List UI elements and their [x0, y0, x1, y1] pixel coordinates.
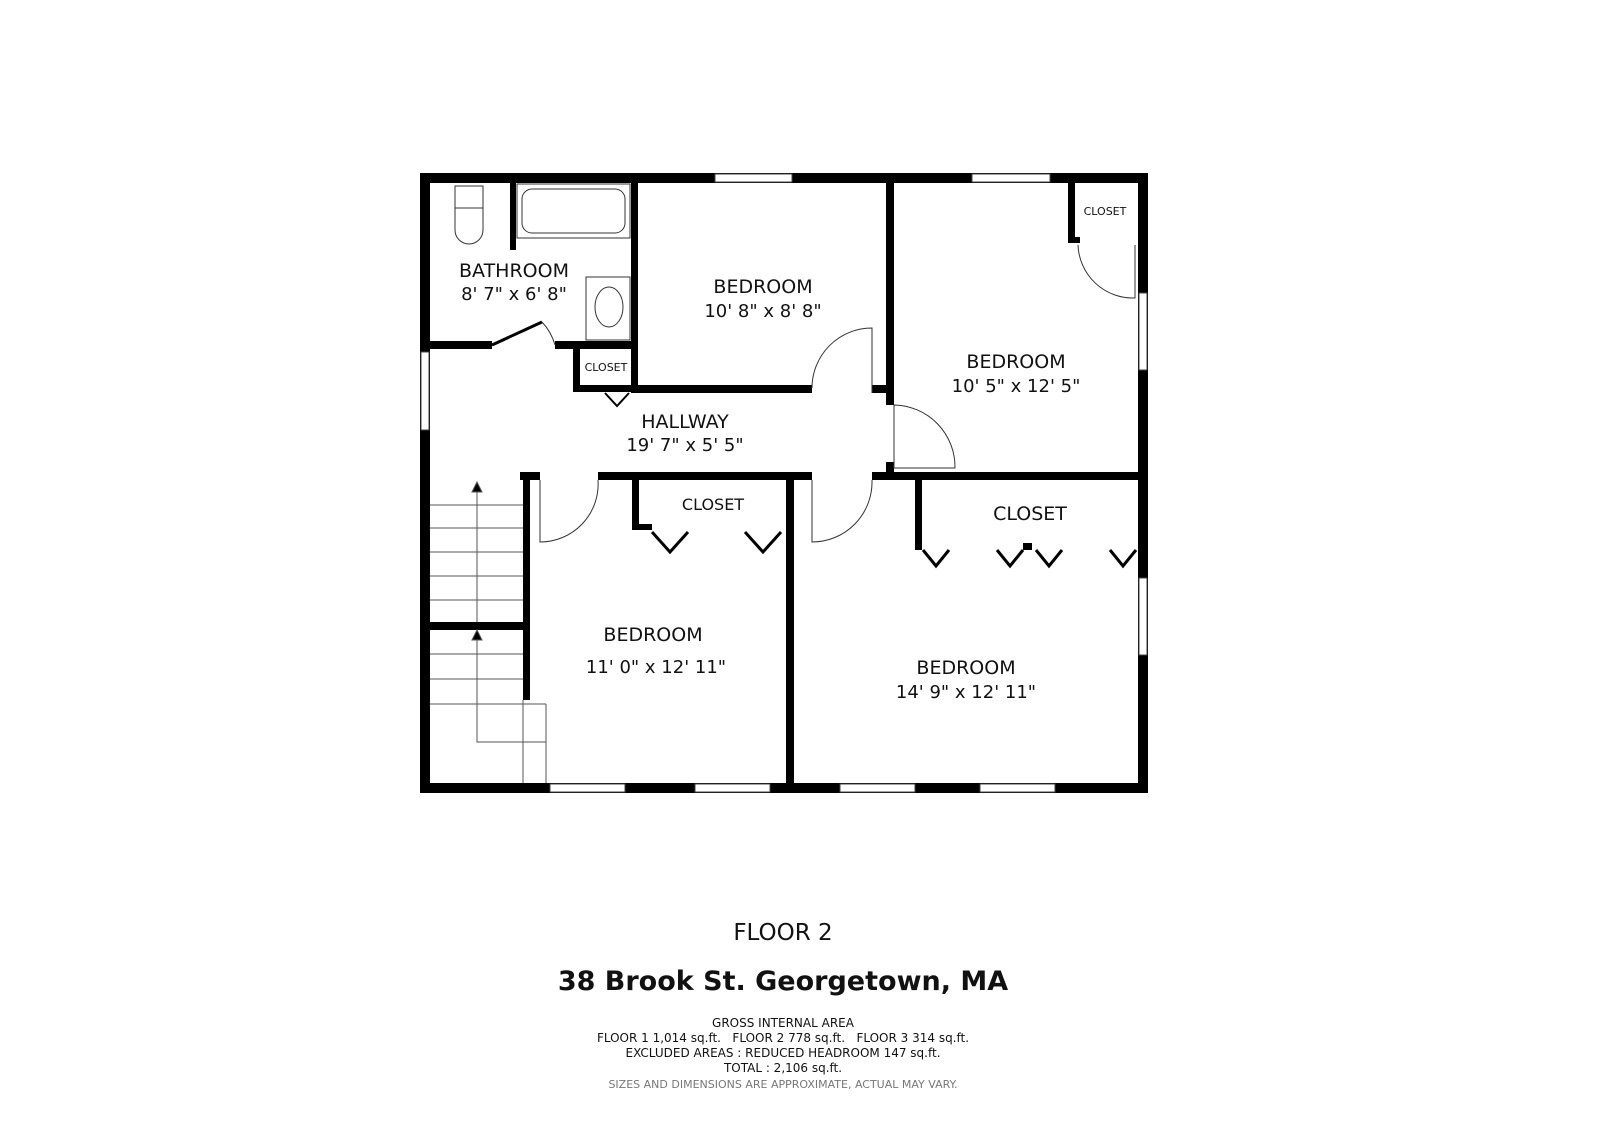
bathroom-dims: 8' 7" x 6' 8"	[461, 284, 567, 305]
closet-doors	[604, 392, 1138, 569]
closet-bedroom-left-label: CLOSET	[682, 495, 744, 514]
address-title: 38 Brook St. Georgetown, MA	[557, 966, 1009, 997]
closet-top-right-label: CLOSET	[1084, 205, 1127, 218]
bedroom-bottom-right-label: BEDROOM	[916, 657, 1015, 679]
bathroom-label: BATHROOM	[459, 260, 569, 282]
area-total: TOTAL : 2,106 sq.ft.	[723, 1061, 843, 1075]
area-floors: FLOOR 1 1,014 sq.ft. FLOOR 2 778 sq.ft. …	[596, 1031, 970, 1045]
bedroom-top-dims: 10' 8" x 8' 8"	[704, 301, 821, 322]
closet-bedroom-right-label: CLOSET	[993, 503, 1067, 525]
bedroom-bottom-left-dims: 11' 0" x 12' 11"	[586, 657, 726, 678]
area-summary: GROSS INTERNAL AREA FLOOR 1 1,014 sq.ft.…	[0, 1016, 1566, 1076]
hallway-dims: 19' 7" x 5' 5"	[626, 435, 743, 456]
closet-hall-label: CLOSET	[585, 361, 628, 374]
staircase	[430, 480, 547, 783]
area-heading: GROSS INTERNAL AREA	[712, 1016, 854, 1030]
bedroom-right-dims: 10' 5" x 12' 5"	[952, 376, 1081, 397]
bedroom-bottom-left-label: BEDROOM	[603, 624, 702, 646]
bedroom-right-label: BEDROOM	[966, 351, 1065, 373]
disclaimer: SIZES AND DIMENSIONS ARE APPROXIMATE, AC…	[608, 1078, 958, 1091]
floor-label: FLOOR 2	[733, 920, 833, 946]
bedroom-top-label: BEDROOM	[713, 276, 812, 298]
fixtures	[454, 183, 631, 341]
doors	[491, 244, 1136, 543]
windows	[420, 173, 1148, 793]
hallway-label: HALLWAY	[641, 411, 729, 433]
bedroom-bottom-right-dims: 14' 9" x 12' 11"	[896, 682, 1036, 703]
area-excluded: EXCLUDED AREAS : REDUCED HEADROOM 147 sq…	[625, 1046, 941, 1060]
